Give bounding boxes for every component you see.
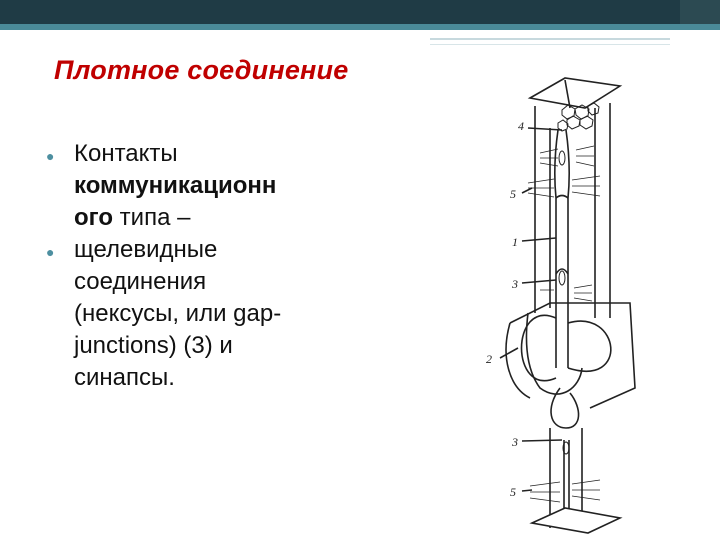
header-corner-block: [680, 0, 720, 24]
bullet-dot-icon: ●: [46, 148, 55, 164]
diagram-label: 3: [511, 435, 518, 449]
diagram-label: 3: [511, 277, 518, 291]
bullet-1-line-3: ого типа –: [74, 202, 190, 234]
bullet-2-line-4: junctions) (3) и: [74, 332, 233, 359]
diagram-label: 5: [510, 187, 516, 201]
diagram-label: 2: [486, 352, 492, 366]
slide-title: Плотное соединение: [54, 55, 349, 85]
title-rule-secondary: [430, 44, 670, 45]
bullet-2-line-1: щелевидные: [74, 236, 218, 263]
bullet-1-line-3-bold: ого: [74, 204, 113, 231]
bullet-1-line-1: Контакты: [74, 140, 178, 167]
bullet-dot-icon: ●: [46, 244, 55, 260]
header-bar: [0, 0, 720, 24]
bullet-2-line-3: (нексусы, или gap-: [74, 300, 282, 327]
title-rule: [430, 38, 670, 40]
diagram-label: 4: [518, 119, 524, 133]
header-accent-bar: [0, 24, 720, 30]
bullet-1-line-2: коммуникационн: [74, 172, 277, 199]
cell-junction-diagram: 4 5 1 3 2 3 5: [486, 77, 636, 534]
bullet-2-line-2: соединения: [74, 268, 207, 295]
diagram-label: 1: [512, 235, 518, 249]
bullet-1-line-3-text: типа –: [113, 204, 191, 231]
diagram-label: 5: [510, 485, 516, 499]
bullet-2-line-5: синапсы.: [74, 364, 175, 391]
